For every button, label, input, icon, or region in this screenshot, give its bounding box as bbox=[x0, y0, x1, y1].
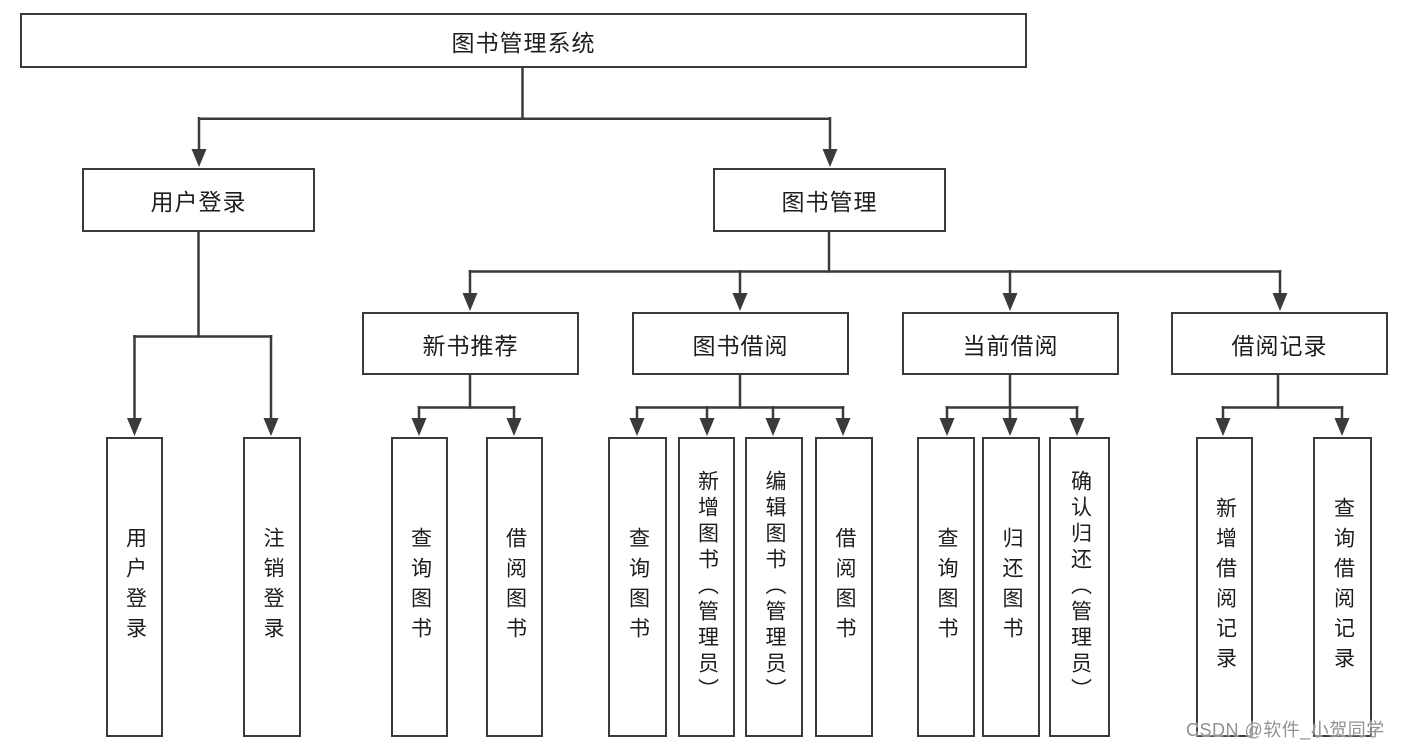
leaf-newbooks-query: 查询图书 bbox=[391, 437, 448, 737]
leaf-current-return: 归还图书 bbox=[982, 437, 1040, 737]
leaf-logout: 注销登录 bbox=[243, 437, 301, 737]
leaf-borrow-query: 查询图书 bbox=[608, 437, 667, 737]
leaf-current-confirm-admin: 确认归还（管理员） bbox=[1049, 437, 1110, 737]
leaf-user-login: 用户登录 bbox=[106, 437, 163, 737]
node-root-system: 图书管理系统 bbox=[20, 13, 1027, 68]
node-current-borrow: 当前借阅 bbox=[902, 312, 1119, 375]
node-book-borrow: 图书借阅 bbox=[632, 312, 849, 375]
leaf-current-query: 查询图书 bbox=[917, 437, 975, 737]
leaf-newbooks-borrow: 借阅图书 bbox=[486, 437, 543, 737]
csdn-watermark: CSDN @软件_小贺同学 bbox=[1186, 720, 1385, 740]
leaf-borrow-add-admin: 新增图书（管理员） bbox=[678, 437, 735, 737]
node-book-mgmt: 图书管理 bbox=[713, 168, 946, 232]
node-borrow-records: 借阅记录 bbox=[1171, 312, 1388, 375]
node-new-books: 新书推荐 bbox=[362, 312, 579, 375]
leaf-borrow-borrow: 借阅图书 bbox=[815, 437, 873, 737]
leaf-borrow-edit-admin: 编辑图书（管理员） bbox=[745, 437, 803, 737]
leaf-records-add: 新增借阅记录 bbox=[1196, 437, 1253, 737]
leaf-records-query: 查询借阅记录 bbox=[1313, 437, 1372, 737]
node-user-login: 用户登录 bbox=[82, 168, 315, 232]
